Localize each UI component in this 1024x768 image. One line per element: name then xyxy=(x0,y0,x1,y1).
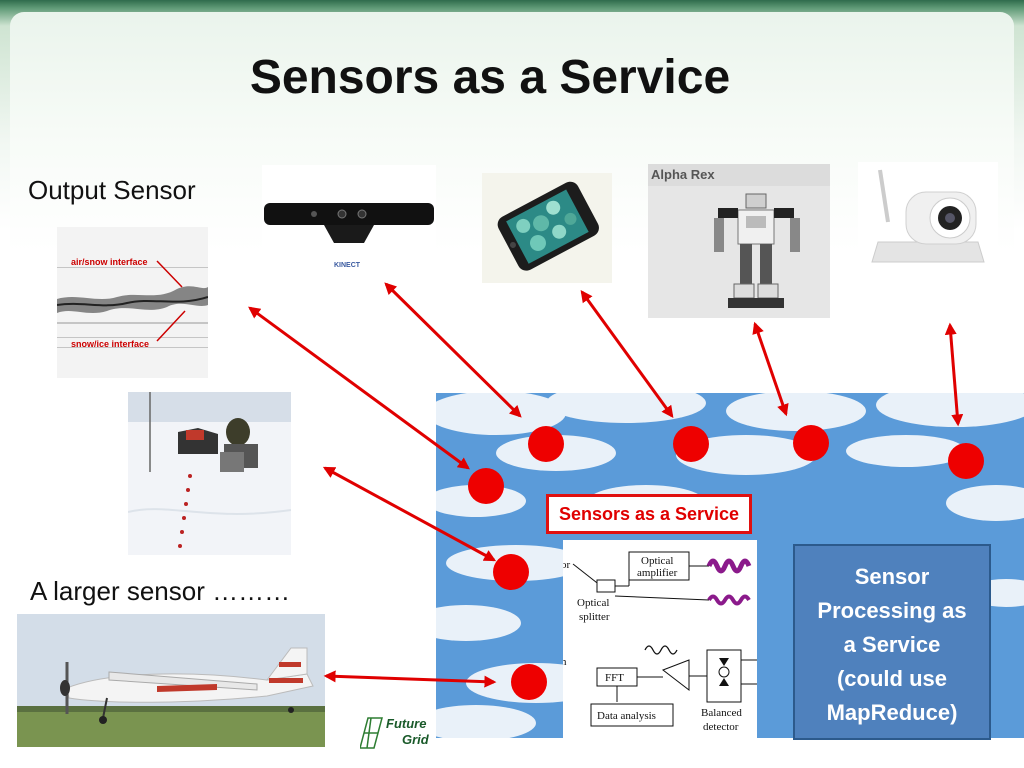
svg-text:or: or xyxy=(563,559,571,571)
optical-splitter-label-2: splitter xyxy=(579,611,610,623)
processing-line-2: Processing as xyxy=(817,598,967,623)
svg-text:n: n xyxy=(563,656,567,668)
fft-label: FFT xyxy=(605,672,624,684)
snow-sled-image xyxy=(128,392,291,555)
larger-sensor-label: A larger sensor ……… xyxy=(30,576,291,606)
data-analysis-label: Data analysis xyxy=(597,710,656,722)
slide-title: Sensors as a Service xyxy=(249,51,731,104)
sensor-processing-box: Sensor Processing as a Service (could us… xyxy=(793,544,991,740)
processing-line-3: a Service xyxy=(843,632,941,657)
airplane-image xyxy=(17,614,325,747)
balanced-detector-label-2: detector xyxy=(703,721,739,733)
radar-image: air/snow interface snow/ice interface xyxy=(57,227,208,378)
futuregrid-logo: Future Grid xyxy=(359,708,438,758)
phone-image xyxy=(482,173,612,283)
processing-line-4: (could use xyxy=(836,666,947,691)
processing-line-5: MapReduce) xyxy=(826,700,958,725)
camera-image xyxy=(858,162,998,280)
optical-amplifier-label-2: amplifier xyxy=(637,567,678,579)
sensors-as-a-service-tag: Sensors as a Service xyxy=(546,494,752,534)
kinect-brand: KINECT xyxy=(334,262,361,269)
optical-system-diagram: or Optical amplifier Optical splitter n … xyxy=(563,540,757,740)
logo-word-2: Grid xyxy=(402,732,430,747)
output-sensor-label: Output Sensor xyxy=(28,175,196,205)
balanced-detector-label-1: Balanced xyxy=(701,707,742,719)
robot-image: Alpha Rex xyxy=(648,164,830,318)
robot-caption: Alpha Rex xyxy=(651,167,715,182)
processing-line-1: Sensor xyxy=(854,564,930,589)
optical-amplifier-label-1: Optical xyxy=(641,555,673,567)
kinect-image: KINECT xyxy=(262,165,436,280)
logo-word-1: Future xyxy=(386,716,426,731)
optical-splitter-label-1: Optical xyxy=(577,597,609,609)
radar-top-label: air/snow interface xyxy=(71,257,148,267)
radar-bottom-label: snow/ice interface xyxy=(71,339,149,349)
